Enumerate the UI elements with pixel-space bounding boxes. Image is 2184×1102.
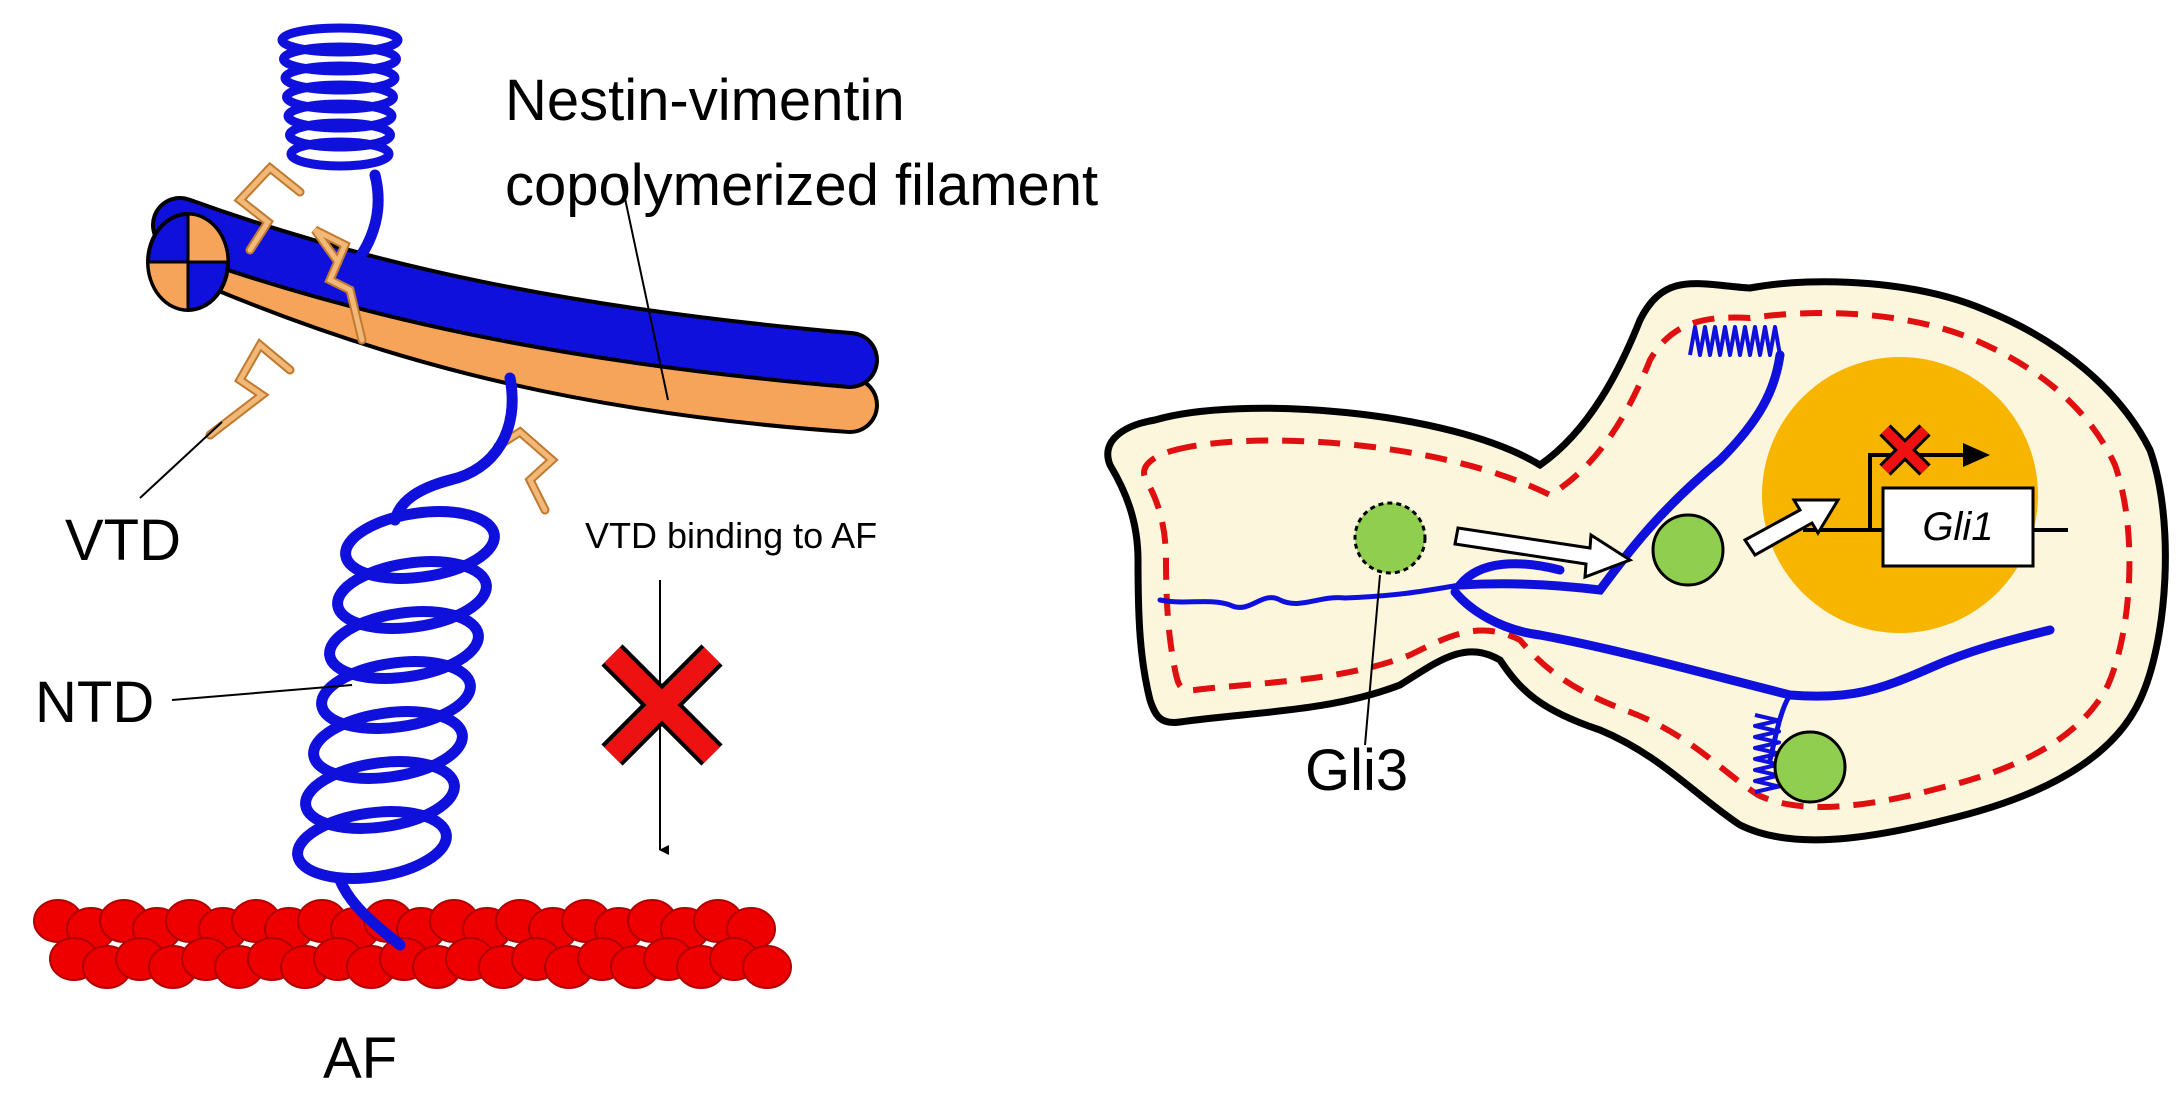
helix-turn [340, 506, 500, 584]
inhibition-cross-icon [601, 644, 723, 766]
helix-turn [280, 61, 400, 95]
filament-title-line1: Nestin-vimentin [505, 68, 905, 133]
vtd-leader-line [139, 421, 223, 499]
helix-turn [286, 137, 394, 171]
filament-leader-line [619, 174, 669, 401]
transcription-cross-icon [1879, 424, 1931, 476]
helix-turn [277, 23, 403, 57]
helix-turn [282, 80, 398, 114]
ntd-leader-line [171, 684, 353, 701]
vtd-binding-label: VTD binding to AF [585, 515, 877, 556]
translocation-arrow-icon [1453, 498, 1841, 580]
actin-monomer [742, 945, 792, 989]
filament-end-cap [146, 212, 230, 312]
ntd-anchor [334, 874, 406, 951]
helix-turn [292, 806, 452, 884]
helix-turn [316, 656, 476, 734]
cell-membrane-dashed [1141, 310, 2133, 810]
top-helix [277, 23, 403, 171]
gli3-particle-released [1651, 513, 1725, 587]
helix-turn [300, 756, 460, 834]
gli3-leader-line [1364, 574, 1381, 746]
filament-coil-top [1688, 325, 1782, 357]
gli3-particle-bound [1773, 730, 1847, 804]
vtd-label: VTD [65, 508, 181, 573]
coil-path [1688, 325, 1782, 357]
ntd-strand [389, 372, 518, 526]
nestin-filament [151, 196, 879, 389]
actin-filament [33, 899, 792, 989]
top-strand [339, 169, 384, 281]
ntd-helix [292, 506, 500, 884]
transcription-arrow-icon [1868, 443, 1990, 530]
filament-title-line2: copolymerized filament [505, 153, 1098, 218]
helix-turn [324, 606, 484, 684]
cell-filaments [1157, 350, 2055, 763]
af-label: AF [323, 1026, 397, 1091]
helix-turn [285, 118, 395, 152]
helix-turn [283, 99, 397, 133]
ntd-label: NTD [35, 670, 154, 735]
gli1-gene-box [1881, 486, 2035, 568]
vtd-tails-fill [207, 164, 556, 513]
gli1-label: Gli1 [1922, 505, 1993, 549]
helix-turn [308, 706, 468, 784]
helix-turn [332, 556, 492, 634]
gli3-label: Gli3 [1305, 738, 1408, 803]
gli3-particle-dotted [1353, 501, 1427, 575]
helix-turn [279, 42, 401, 76]
